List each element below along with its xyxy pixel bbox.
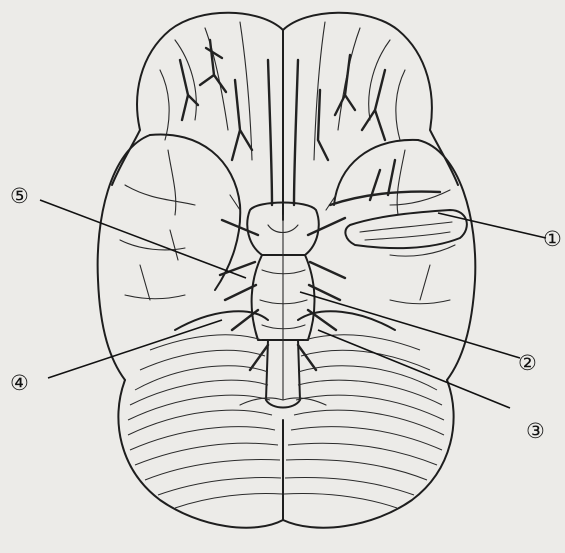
leader-line-5	[40, 200, 246, 278]
leader-line-3	[318, 330, 510, 408]
cerebellum	[118, 311, 453, 527]
leader-line-4	[48, 320, 222, 378]
leader-line-2	[300, 292, 520, 358]
brainstem	[220, 195, 345, 408]
label-1: ①	[543, 227, 562, 251]
leader-line-1	[438, 213, 546, 238]
label-5: ⑤	[10, 184, 29, 208]
leader-lines	[40, 200, 546, 408]
label-2: ②	[518, 351, 537, 375]
frontal-lobes	[112, 13, 458, 220]
label-4: ④	[10, 371, 29, 395]
label-3: ③	[526, 419, 545, 443]
